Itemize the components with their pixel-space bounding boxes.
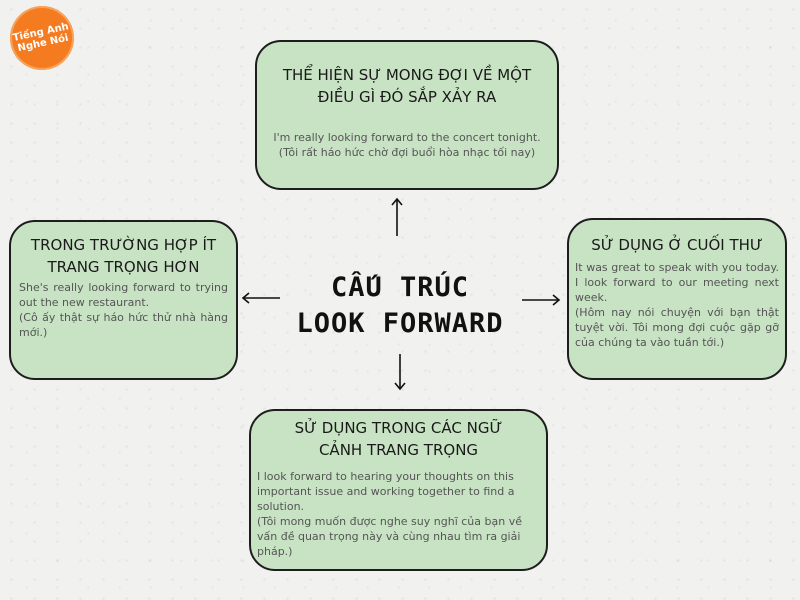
example-translation: (Tôi mong muốn được nghe suy nghĩ của bạ…	[257, 515, 522, 558]
usage-heading: THỂ HIỆN SỰ MONG ĐỢI VỀ MỘT ĐIỀU GÌ ĐÓ S…	[271, 64, 543, 108]
example-sentence: It was great to speak with you today. I …	[575, 261, 779, 304]
usage-body: I look forward to hearing your thoughts …	[257, 469, 540, 559]
usage-heading: SỬ DỤNG Ở CUỐI THƯ	[591, 236, 763, 254]
usage-heading: SỬ DỤNG TRONG CÁC NGỮ CẢNH TRANG TRỌNG	[257, 417, 540, 461]
example-translation: (Tôi rất háo hức chờ đợi buổi hòa nhạc t…	[278, 146, 536, 159]
usage-heading-line-1: SỬ DỤNG TRONG CÁC NGỮ	[294, 419, 503, 437]
central-topic-title: CẤU TRÚC LOOK FORWARD	[260, 270, 540, 342]
usage-heading-line-1: THỂ HIỆN SỰ MONG ĐỢI VỀ MỘT	[282, 66, 532, 84]
arrow-up-connector	[391, 197, 403, 236]
usage-heading-line-1: TRONG TRƯỜNG HỢP ÍT	[30, 236, 217, 254]
arrow-right-connector	[522, 294, 561, 306]
example-translation: (Hôm nay nói chuyện với bạn thật tuyệt v…	[575, 306, 779, 349]
usage-box-letter-ending: SỬ DỤNG Ở CUỐI THƯ It was great to speak…	[567, 218, 787, 380]
usage-box-formal: SỬ DỤNG TRONG CÁC NGỮ CẢNH TRANG TRỌNG I…	[249, 409, 548, 571]
central-title-line-2: LOOK FORWARD	[296, 308, 504, 339]
usage-body: It was great to speak with you today. I …	[575, 260, 779, 350]
usage-heading-line-2: ĐIỀU GÌ ĐÓ SẮP XẢY RA	[317, 88, 497, 106]
usage-box-expectation: THỂ HIỆN SỰ MONG ĐỢI VỀ MỘT ĐIỀU GÌ ĐÓ S…	[255, 40, 559, 190]
usage-heading-line-2: CẢNH TRANG TRỌNG	[318, 441, 479, 459]
usage-body: She's really looking forward to trying o…	[19, 280, 228, 340]
usage-heading-line-2: TRANG TRỌNG HƠN	[47, 258, 200, 276]
usage-heading: TRONG TRƯỜNG HỢP ÍT TRANG TRỌNG HƠN	[19, 234, 228, 278]
usage-body: I'm really looking forward to the concer…	[271, 130, 543, 160]
example-sentence: I'm really looking forward to the concer…	[273, 131, 541, 144]
arrow-left-connector	[241, 292, 280, 304]
central-title-line-1: CẤU TRÚC	[330, 272, 470, 303]
usage-box-informal: TRONG TRƯỜNG HỢP ÍT TRANG TRỌNG HƠN She'…	[9, 220, 238, 380]
example-translation: (Cô ấy thật sự háo hức thử nhà hàng mới.…	[19, 311, 228, 339]
arrow-down-connector	[394, 354, 406, 391]
example-sentence: She's really looking forward to trying o…	[19, 281, 228, 309]
example-sentence: I look forward to hearing your thoughts …	[257, 470, 515, 513]
